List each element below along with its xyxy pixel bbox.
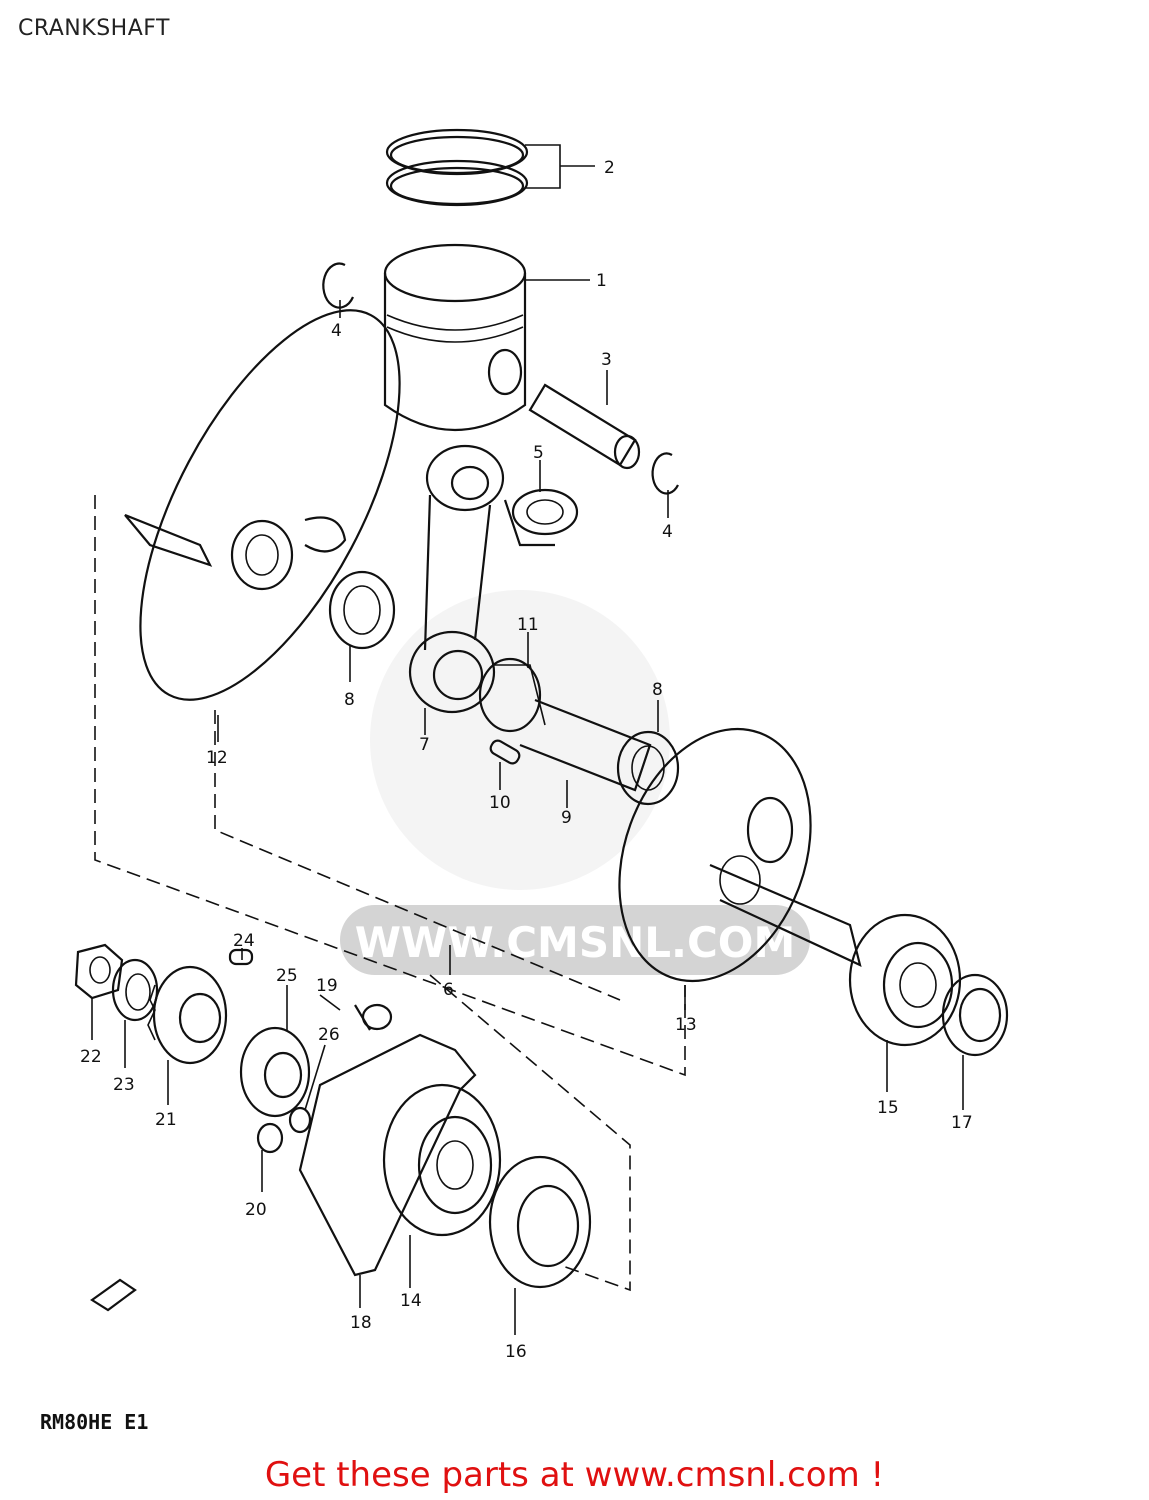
oil-seal-right — [941, 973, 1009, 1057]
callout-16: 16 — [505, 1342, 527, 1362]
piston-rings — [385, 128, 529, 207]
callout-4-right: 4 — [662, 522, 673, 542]
callout-15: 15 — [877, 1098, 899, 1118]
callout-18: 18 — [350, 1313, 372, 1333]
callout-19: 19 — [316, 976, 338, 996]
callout-23: 23 — [113, 1075, 135, 1095]
bearing-left — [382, 1083, 502, 1237]
callout-21: 21 — [155, 1110, 177, 1130]
callout-17: 17 — [951, 1113, 973, 1133]
callout-8-right: 8 — [652, 680, 663, 700]
callout-8-left: 8 — [344, 690, 355, 710]
callout-labels: 2 1 3 4 4 5 6 7 8 8 9 10 11 12 13 14 15 … — [80, 158, 973, 1362]
crank-half-right — [618, 727, 862, 983]
circlip-right — [651, 452, 679, 495]
washer-left — [328, 570, 396, 650]
callout-7: 7 — [419, 735, 430, 755]
small-end-bearing — [503, 488, 579, 547]
bearing-plate — [298, 1033, 477, 1277]
front-arrow-icon — [90, 1278, 137, 1312]
oil-seal-left — [488, 1155, 592, 1289]
callout-6: 6 — [443, 980, 454, 1000]
callout-3: 3 — [601, 350, 612, 370]
bolt — [354, 1003, 393, 1031]
callout-14: 14 — [400, 1291, 422, 1311]
piston — [383, 243, 527, 431]
model-code: RM80HE E1 — [40, 1410, 149, 1434]
key — [489, 739, 521, 765]
callout-11: 11 — [517, 615, 539, 635]
callout-9: 9 — [561, 808, 572, 828]
dowel-pin — [288, 1106, 312, 1134]
piston-pin — [528, 383, 641, 470]
nut — [74, 943, 124, 1000]
gear-key — [228, 948, 254, 966]
pump-drive-gear — [239, 1026, 311, 1118]
cta-link[interactable]: Get these parts at www.cmsnl.com ! — [264, 1455, 885, 1495]
callout-24: 24 — [233, 931, 255, 951]
leader-lines — [91, 144, 964, 1335]
primary-drive-gear — [147, 965, 228, 1065]
page-title: CRANKSHAFT — [18, 16, 170, 41]
pin — [256, 1122, 284, 1154]
connecting-rod — [408, 444, 505, 714]
callout-1: 1 — [596, 271, 607, 291]
crank-half-left — [124, 309, 401, 701]
callout-26: 26 — [318, 1025, 340, 1045]
callout-22: 22 — [80, 1047, 102, 1067]
callout-4-left: 4 — [331, 321, 342, 341]
callout-2: 2 — [604, 158, 615, 178]
lock-washer — [111, 958, 159, 1022]
callout-13: 13 — [675, 1015, 697, 1035]
callout-12: 12 — [206, 748, 228, 768]
callout-5: 5 — [533, 443, 544, 463]
watermark-logo: WWW.CMSNL.COM — [340, 590, 810, 975]
watermark-text: WWW.CMSNL.COM — [355, 918, 796, 967]
big-end-bearing — [478, 657, 546, 733]
circlip-left — [322, 262, 355, 309]
callout-10: 10 — [489, 793, 511, 813]
callout-25: 25 — [276, 966, 298, 986]
crank-pin — [519, 698, 652, 792]
callout-20: 20 — [245, 1200, 267, 1220]
assembly-lines — [94, 495, 686, 1292]
